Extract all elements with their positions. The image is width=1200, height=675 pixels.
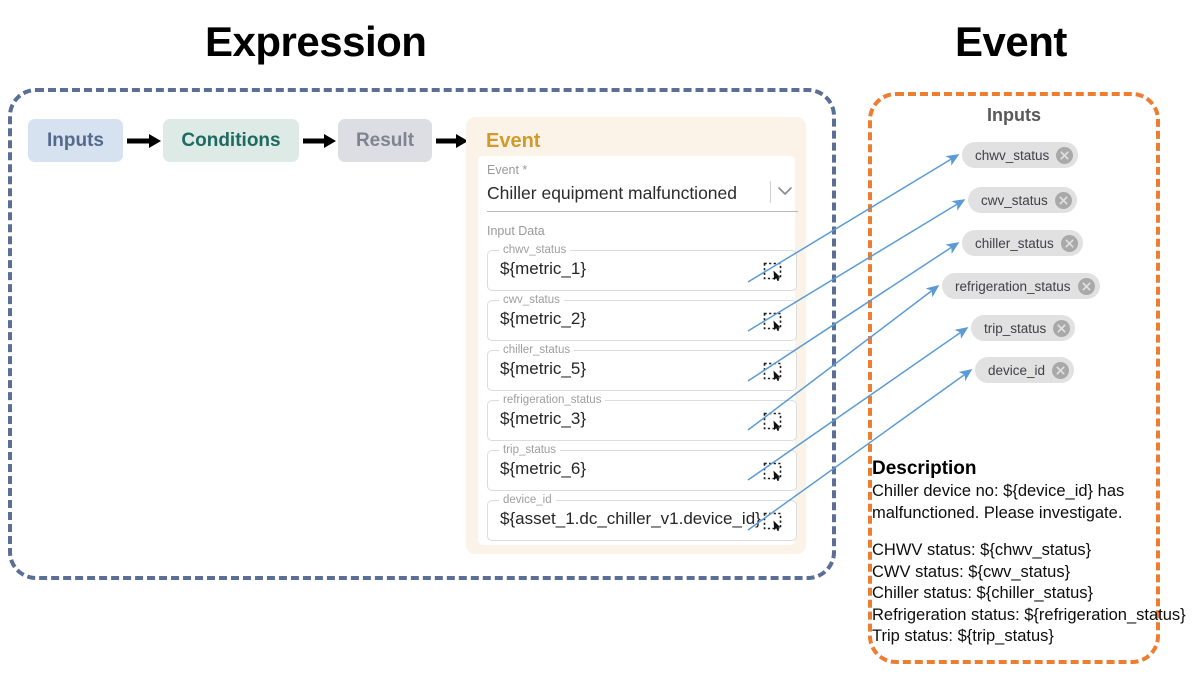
input-chip-chiller-status[interactable]: chiller_status xyxy=(962,230,1083,256)
close-circle-icon[interactable] xyxy=(1054,191,1072,209)
chip-label: chwv_status xyxy=(975,147,1050,163)
description-block: Description Chiller device no: ${device_… xyxy=(872,458,1200,648)
event-select-separator xyxy=(770,181,771,203)
input-field-label: trip_status xyxy=(499,444,561,456)
close-circle-icon[interactable] xyxy=(1053,319,1071,337)
description-line: CWV status: ${cwv_status} xyxy=(872,562,1071,581)
chip-label: cwv_status xyxy=(981,192,1048,208)
input-data-label: Input Data xyxy=(487,224,545,238)
event-select-label: Event * xyxy=(487,163,528,177)
select-element-icon[interactable] xyxy=(763,462,783,481)
select-element-icon[interactable] xyxy=(763,362,783,381)
description-line: Chiller device no: ${device_id} has xyxy=(872,482,1125,500)
stage-conditions-label: Conditions xyxy=(181,129,281,151)
close-circle-icon[interactable] xyxy=(1052,361,1070,379)
stage-result[interactable]: Result xyxy=(338,119,432,162)
select-element-icon[interactable] xyxy=(763,512,783,531)
event-select-value[interactable]: Chiller equipment malfunctioned xyxy=(487,183,737,203)
input-chip-cwv-status[interactable]: cwv_status xyxy=(968,187,1077,213)
event-inputs-heading: Inputs xyxy=(987,105,1041,125)
stage-conditions[interactable]: Conditions xyxy=(163,119,299,162)
input-field-refrigeration-status[interactable]: refrigeration_status ${metric_3} xyxy=(487,394,797,441)
select-element-icon[interactable] xyxy=(763,262,783,281)
arrow-right-icon xyxy=(303,134,336,148)
input-field-chiller-status[interactable]: chiller_status ${metric_5} xyxy=(487,344,797,391)
description-line: Chiller status: ${chiller_status} xyxy=(872,584,1094,602)
description-line: Trip status: ${trip_status} xyxy=(872,627,1054,645)
input-field-value: ${metric_2} xyxy=(500,309,586,328)
input-field-label: chiller_status xyxy=(499,344,575,356)
input-field-trip-status[interactable]: trip_status ${metric_6} xyxy=(487,444,797,491)
input-chip-device-id[interactable]: device_id xyxy=(975,357,1075,383)
description-spacer xyxy=(872,524,1200,540)
input-field-value: ${metric_5} xyxy=(500,359,586,378)
input-field-label: refrigeration_status xyxy=(499,394,606,406)
input-chip-trip-status[interactable]: trip_status xyxy=(971,315,1076,341)
input-chip-refrigeration-status[interactable]: refrigeration_status xyxy=(942,273,1100,299)
chip-label: chiller_status xyxy=(975,235,1054,251)
close-circle-icon[interactable] xyxy=(1056,146,1074,164)
chip-label: refrigeration_status xyxy=(955,278,1071,294)
event-title: Event xyxy=(955,18,1067,65)
input-chip-chwv-status[interactable]: chwv_status xyxy=(962,142,1079,168)
input-field-value: ${metric_1} xyxy=(500,259,586,278)
description-line: CHWV status: ${chwv_status} xyxy=(872,541,1092,559)
input-field-label: cwv_status xyxy=(499,294,564,306)
stage-inputs[interactable]: Inputs xyxy=(28,119,123,162)
description-line: malfunctioned. Please investigate. xyxy=(872,503,1123,522)
select-element-icon[interactable] xyxy=(763,312,783,331)
input-field-chwv-status[interactable]: chwv_status ${metric_1} xyxy=(487,244,797,291)
arrow-right-icon xyxy=(127,134,161,148)
close-circle-icon[interactable] xyxy=(1060,234,1078,252)
input-field-value: ${metric_6} xyxy=(500,459,586,478)
description-title: Description xyxy=(872,458,977,479)
event-select-underline xyxy=(487,211,798,212)
expression-title: Expression xyxy=(205,18,427,65)
input-field-device-id[interactable]: device_id ${asset_1.dc_chiller_v1.device… xyxy=(487,494,797,541)
select-element-icon[interactable] xyxy=(763,412,783,431)
chip-label: trip_status xyxy=(984,320,1047,336)
chip-label: device_id xyxy=(988,362,1046,378)
event-card-title: Event xyxy=(486,130,541,152)
stage-inputs-label: Inputs xyxy=(47,129,104,151)
arrow-right-icon xyxy=(436,134,468,148)
input-field-value: ${metric_3} xyxy=(500,409,586,428)
input-field-cwv-status[interactable]: cwv_status ${metric_2} xyxy=(487,294,797,341)
description-line: Refrigeration status: ${refrigeration_st… xyxy=(872,605,1186,624)
close-circle-icon[interactable] xyxy=(1077,277,1095,295)
input-field-value: ${asset_1.dc_chiller_v1.device_id} xyxy=(500,509,761,528)
chevron-down-icon[interactable] xyxy=(777,185,793,197)
input-field-label: chwv_status xyxy=(499,244,571,256)
input-field-label: device_id xyxy=(499,494,556,506)
stage-result-label: Result xyxy=(355,129,415,151)
